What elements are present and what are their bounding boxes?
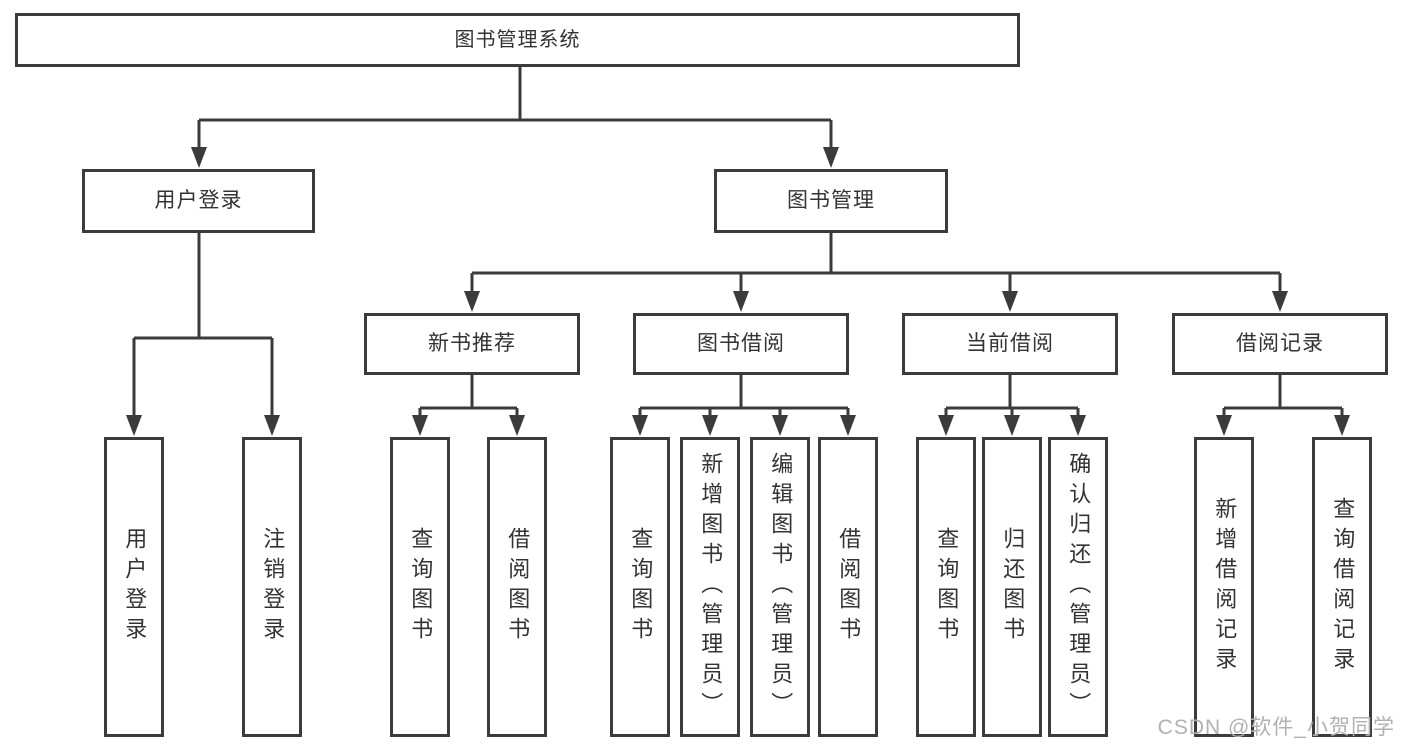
arrowhead (1070, 415, 1086, 436)
node-library-system: 图书管理系统 (15, 13, 1020, 67)
arrowhead (1002, 291, 1018, 312)
node-book-management-module: 图书管理 (714, 169, 948, 233)
connector-user-login-branch (132, 233, 274, 417)
arrowhead (1334, 415, 1350, 436)
node-leaf-query-books-1: 查询图书 (390, 437, 450, 737)
node-leaf-logout: 注销登录 (242, 437, 302, 737)
arrowhead (1216, 415, 1232, 436)
arrowhead (938, 415, 954, 436)
connector-borrow-records-branch (1222, 375, 1344, 418)
node-current-borrowing: 当前借阅 (902, 313, 1118, 375)
connector-root-to-level2 (197, 67, 833, 150)
node-leaf-query-books-2: 查询图书 (610, 437, 670, 737)
arrowhead (264, 415, 280, 436)
arrowhead (191, 147, 207, 168)
node-leaf-query-borrow-record: 查询借阅记录 (1312, 437, 1372, 737)
node-book-borrowing: 图书借阅 (633, 313, 849, 375)
arrowhead (702, 415, 718, 436)
connector-new-book-branch (418, 375, 519, 418)
arrowhead (412, 415, 428, 436)
connector-book-borrow-branch (638, 375, 850, 418)
node-leaf-add-borrow-record: 新增借阅记录 (1194, 437, 1254, 737)
node-leaf-borrow-books-1: 借阅图书 (487, 437, 547, 737)
arrowhead (772, 415, 788, 436)
arrowhead (1004, 415, 1020, 436)
arrowhead (126, 415, 142, 436)
node-user-login-module: 用户登录 (82, 169, 315, 233)
csdn-watermark: CSDN @软件_小贺同学 (1157, 716, 1395, 739)
node-leaf-edit-books-admin: 编辑图书（管理员） (750, 437, 810, 737)
connector-book-management-branch (470, 233, 1282, 292)
arrowhead (1272, 291, 1288, 312)
node-leaf-add-books-admin: 新增图书（管理员） (680, 437, 740, 737)
arrowheads (126, 147, 1350, 436)
arrowhead (464, 291, 480, 312)
node-borrowing-records: 借阅记录 (1172, 313, 1388, 375)
node-leaf-query-books-3: 查询图书 (916, 437, 976, 737)
node-new-book-recommendation: 新书推荐 (364, 313, 580, 375)
connector-current-borrow-branch (944, 375, 1080, 418)
node-leaf-user-login: 用户登录 (104, 437, 164, 737)
node-leaf-return-books: 归还图书 (982, 437, 1042, 737)
arrowhead (509, 415, 525, 436)
arrowhead (632, 415, 648, 436)
node-leaf-confirm-return-admin: 确认归还（管理员） (1048, 437, 1108, 737)
arrowhead (733, 291, 749, 312)
arrowhead (823, 147, 839, 168)
arrowhead (840, 415, 856, 436)
node-leaf-borrow-books-2: 借阅图书 (818, 437, 878, 737)
